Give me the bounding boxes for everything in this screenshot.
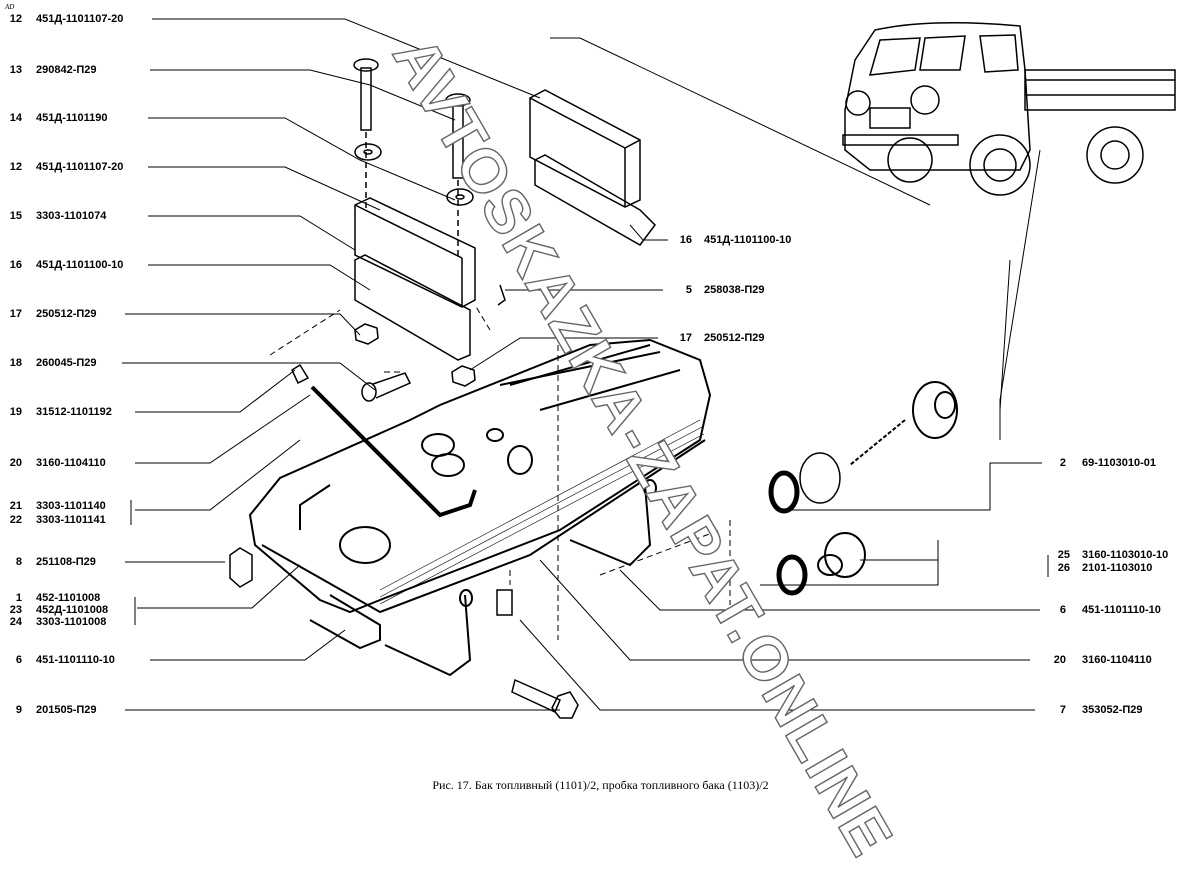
figure-caption: Рис. 17. Бак топливный (1101)/2, пробка …	[432, 778, 769, 792]
strap-6-right	[569, 479, 657, 567]
filler-cap-25	[817, 532, 866, 578]
assembly-dashed-lines	[269, 304, 731, 640]
pad-8	[229, 547, 253, 588]
bracket-16-lower	[354, 254, 471, 361]
bracket-16-upper	[534, 154, 656, 246]
parts-diagram	[122, 18, 1176, 719]
corner-mark: AD	[5, 3, 15, 11]
leader-lines-left	[122, 18, 560, 711]
bolt-13	[353, 58, 471, 260]
fuel-tube-20	[310, 385, 477, 518]
wooden-pad-12-upper	[529, 89, 641, 208]
drain-plug-7	[496, 589, 513, 616]
cotter-pin-5	[497, 284, 506, 306]
gasket-ring	[799, 452, 841, 504]
nut-17	[354, 323, 476, 387]
bolt-18	[361, 372, 412, 402]
washers-14	[354, 143, 474, 206]
filler-cap-2	[849, 381, 958, 466]
sensor-19	[291, 363, 310, 385]
tank-ribbing	[379, 419, 705, 605]
truck-illustration	[842, 22, 1176, 196]
wooden-pad-15	[354, 197, 476, 308]
seal-rings	[768, 470, 808, 596]
leader-lines-right	[469, 37, 1049, 711]
fuel-tank	[248, 338, 712, 614]
bolt-9	[511, 678, 579, 719]
strap-6-left	[309, 589, 473, 677]
